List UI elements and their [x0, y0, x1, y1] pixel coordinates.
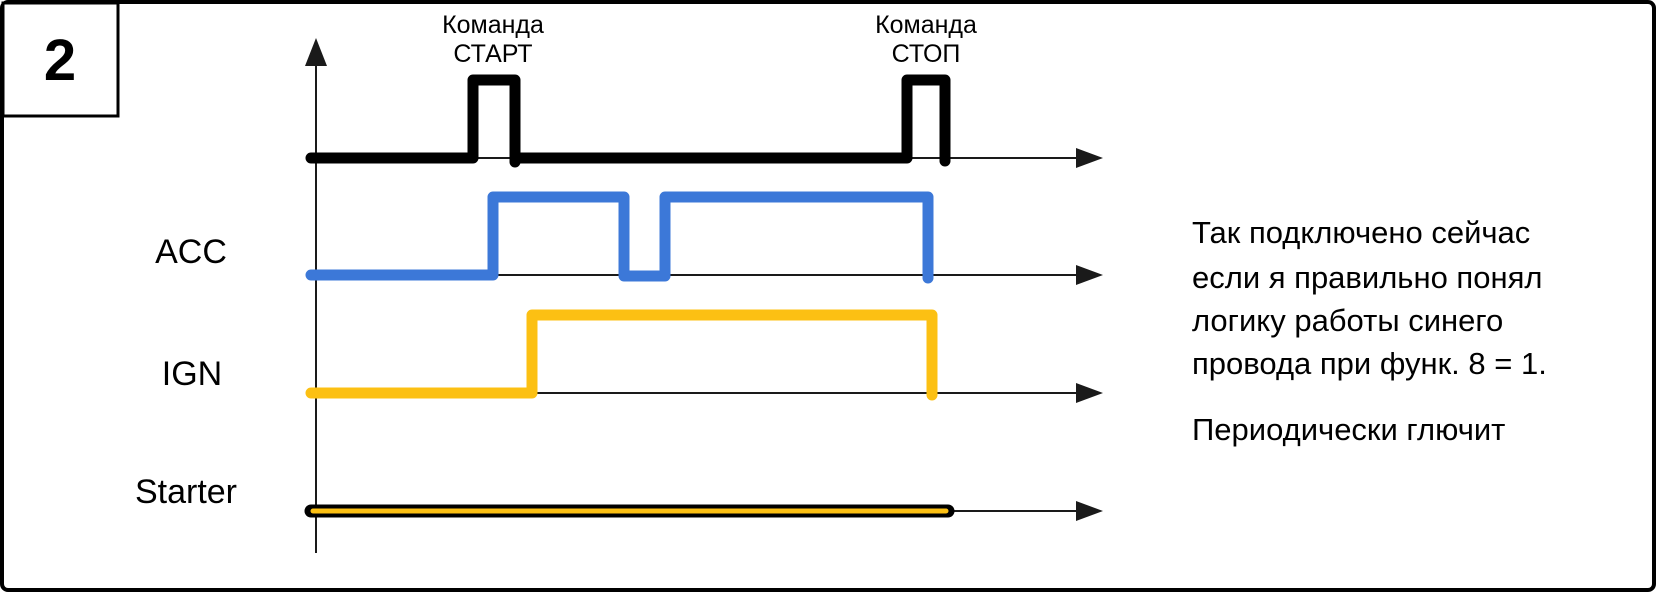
right-arrow-icon — [1076, 148, 1103, 168]
right-arrow-icon — [1076, 501, 1103, 521]
row-label-acc: ACC — [155, 233, 227, 271]
figure-number-box — [1, 1, 120, 118]
annotation-line: Периодически глючит — [1192, 412, 1505, 447]
signals-layer — [304, 74, 955, 518]
up-arrow-icon — [305, 38, 327, 66]
figure-number: 2 — [44, 28, 76, 93]
annotation-block: Так подключено сейчас если я правильно п… — [1192, 215, 1547, 447]
cmd-stop-label-line2: СТОП — [892, 40, 961, 68]
ign-signal — [305, 309, 938, 401]
annotation-line: логику работы синего — [1192, 303, 1503, 338]
cmd-stop-label-line1: Команда — [875, 11, 977, 39]
right-arrow-icon — [1076, 383, 1103, 403]
right-arrow-icon — [1076, 265, 1103, 285]
annotation-line: провода при функ. 8 = 1. — [1192, 346, 1547, 381]
cmd-start-label-line2: СТАРТ — [453, 40, 532, 68]
command-signal — [305, 74, 951, 168]
annotation-line: если я правильно понял — [1192, 260, 1542, 295]
row-label-ign: IGN — [162, 355, 222, 393]
annotation-line: Так подключено сейчас — [1192, 215, 1530, 250]
cmd-start-label-line1: Команда — [442, 11, 544, 39]
acc-signal — [305, 191, 934, 284]
row-label-starter: Starter — [135, 473, 237, 511]
